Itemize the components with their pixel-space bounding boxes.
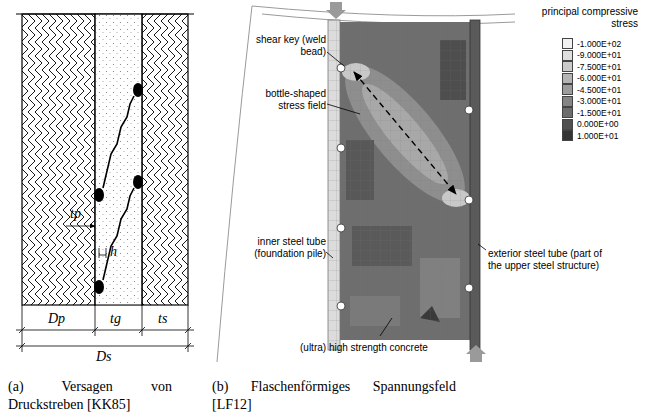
legend-swatch xyxy=(562,107,573,118)
callout-label: bottle-shaped stress field xyxy=(240,88,326,111)
dimension-label: tg xyxy=(110,311,121,327)
legend-swatch xyxy=(562,96,573,107)
legend-value: -1.500E+01 xyxy=(577,109,621,118)
legend-swatch xyxy=(562,50,573,61)
callout-label: exterior steel tube (part of the upper s… xyxy=(488,248,606,271)
legend-value: -3.000E+01 xyxy=(577,97,621,106)
dimension-label: Dp xyxy=(48,311,65,327)
dimension-label: ts xyxy=(158,311,167,327)
legend-value: -4.500E+01 xyxy=(577,86,621,95)
legend-swatch xyxy=(562,61,573,72)
figure-caption: (b) Flaschenförmiges Spannungsfeld [LF12… xyxy=(212,378,456,414)
legend-swatch xyxy=(562,130,573,141)
figure-caption: (a) Versagen von Druckstreben [KK85] xyxy=(8,378,172,414)
legend-value: 1.000E+01 xyxy=(577,132,618,141)
legend-value: -9.000E+01 xyxy=(577,51,621,60)
legend-swatch xyxy=(562,73,573,84)
dimension-label: h xyxy=(110,244,117,260)
legend-swatch xyxy=(562,119,573,130)
dimension-label: Ds xyxy=(96,349,112,365)
legend-title: principal compressive stress xyxy=(540,6,638,29)
legend-value: -6.000E+01 xyxy=(577,74,621,83)
legend-value: -7.500E+01 xyxy=(577,63,621,72)
callout-label: shear key (weld bead) xyxy=(250,34,326,57)
legend-value: -1.000E+02 xyxy=(577,40,621,49)
legend-value: 0.000E+00 xyxy=(577,120,618,129)
callout-label: (ultra) high strength concrete xyxy=(300,342,428,354)
callout-label: inner steel tube (foundation pile) xyxy=(236,236,326,259)
legend-swatch xyxy=(562,38,573,49)
dimension-label: tp xyxy=(70,206,81,222)
legend-swatch xyxy=(562,84,573,95)
